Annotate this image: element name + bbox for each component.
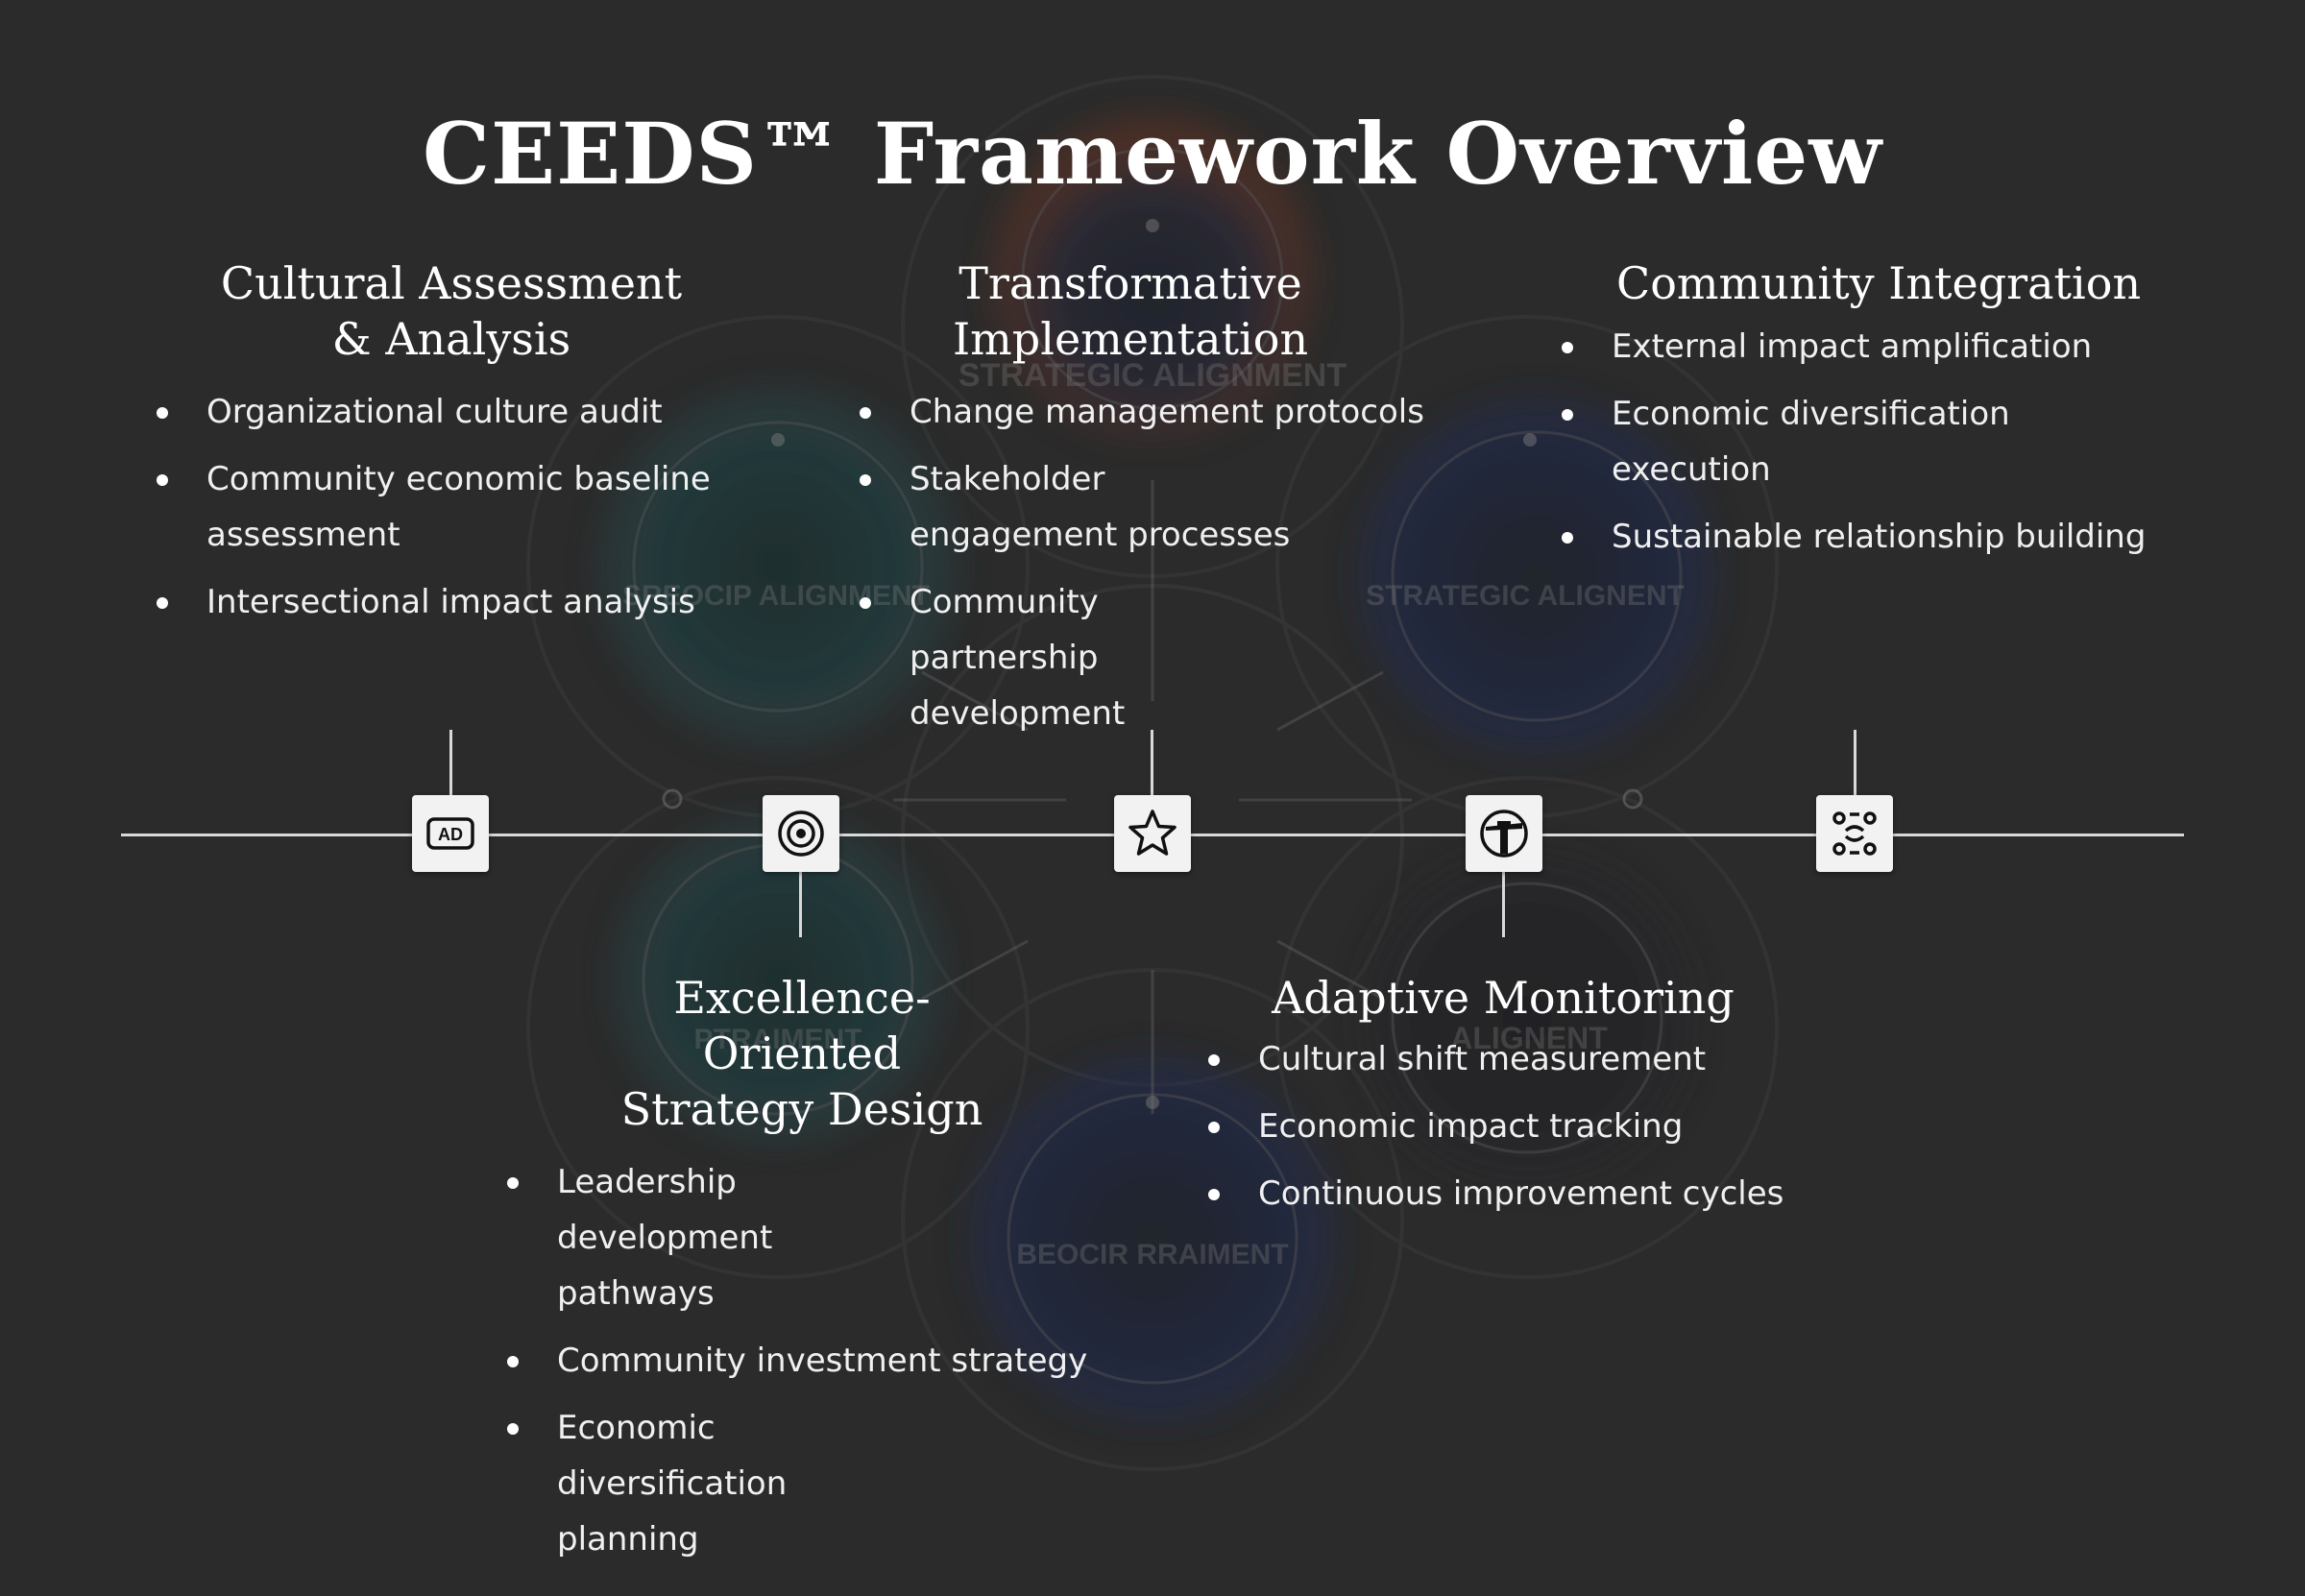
section-adaptive-monitoring: Adaptive Monitoring Cultural shift measu…	[1205, 970, 1801, 1233]
page-title: CEEDS™ Framework Overview	[423, 104, 1882, 204]
wheel-label-top: STRATEGIC ALIGNMENT	[958, 357, 1347, 394]
connector-up	[449, 730, 452, 795]
list-item: Community investment strategy	[504, 1333, 1100, 1389]
section-heading: Cultural Assessment & Analysis	[220, 257, 683, 365]
wheel-label-right: STRATEGIC ALIGNENT	[1366, 580, 1685, 612]
bullet-list: External impact amplification Economic d…	[1559, 319, 2154, 565]
connector-up	[1151, 730, 1153, 795]
network-icon	[1832, 811, 1877, 856]
section-excellence-strategy: Excellence-Oriented Strategy Design Lead…	[504, 970, 1100, 1579]
bullet-list: Organizational culture audit Community e…	[154, 384, 749, 630]
list-item: Economic impact tracking	[1205, 1099, 1801, 1154]
ad-icon: AD	[426, 817, 474, 850]
wheel-label-bottom: BEOCIR RRAIMENT	[1016, 1239, 1288, 1270]
bullet-list: Change management protocols Stakeholder …	[857, 384, 1452, 741]
list-item: Stakeholder engagement processes	[857, 451, 1452, 563]
connector-up	[1854, 730, 1856, 795]
connector-down	[1502, 872, 1505, 937]
list-item: External impact amplification	[1559, 319, 2154, 375]
bullet-list: Cultural shift measurement Economic impa…	[1205, 1031, 1801, 1221]
timeline-node-monitoring[interactable]	[1466, 795, 1542, 872]
list-item: Continuous improvement cycles	[1205, 1166, 1801, 1221]
connector-down	[799, 872, 802, 937]
star-icon	[1128, 810, 1177, 856]
wheel-label-bottom-right: ALIGNENT	[1450, 1021, 1608, 1055]
list-item: Economic diversification execution	[1559, 386, 2154, 497]
bullet-list: Leadership development pathways Communit…	[504, 1154, 1100, 1567]
section-heading: Transformative Implementation	[953, 257, 1309, 365]
section-transformative-implementation: Transformative Implementation Change man…	[857, 255, 1452, 753]
wheel-label-left: SREOCIP ALIGNMENT	[622, 580, 930, 612]
svg-text:AD: AD	[438, 825, 463, 844]
target-icon	[778, 810, 824, 857]
list-item: Economic diversification planning	[504, 1400, 1100, 1567]
list-item: Organizational culture audit	[154, 384, 749, 440]
timeline-node-integration[interactable]	[1816, 795, 1893, 872]
section-community-integration: Community Integration External impact am…	[1559, 255, 2154, 576]
timeline-node-assessment[interactable]: AD	[412, 795, 489, 872]
list-item: Cultural shift measurement	[1205, 1031, 1801, 1087]
list-item: Leadership development pathways	[504, 1154, 1100, 1321]
timeline-node-implementation[interactable]	[1114, 795, 1191, 872]
list-item: Intersectional impact analysis	[154, 574, 749, 630]
section-cultural-assessment: Cultural Assessment & Analysis Organizat…	[154, 255, 749, 641]
lighthouse-icon	[1480, 810, 1528, 858]
list-item: Community partnership development	[857, 574, 1452, 741]
list-item: Community economic baseline assessment	[154, 451, 749, 563]
section-heading: Excellence-Oriented Strategy Design	[620, 972, 983, 1135]
list-item: Sustainable relationship building	[1559, 509, 2154, 565]
timeline-node-strategy[interactable]	[763, 795, 839, 872]
section-heading: Adaptive Monitoring	[1272, 972, 1735, 1024]
wheel-label-bottom-left: PTRAIMENT	[694, 1024, 862, 1055]
section-heading: Community Integration	[1616, 257, 2142, 309]
list-item: Change management protocols	[857, 384, 1452, 440]
